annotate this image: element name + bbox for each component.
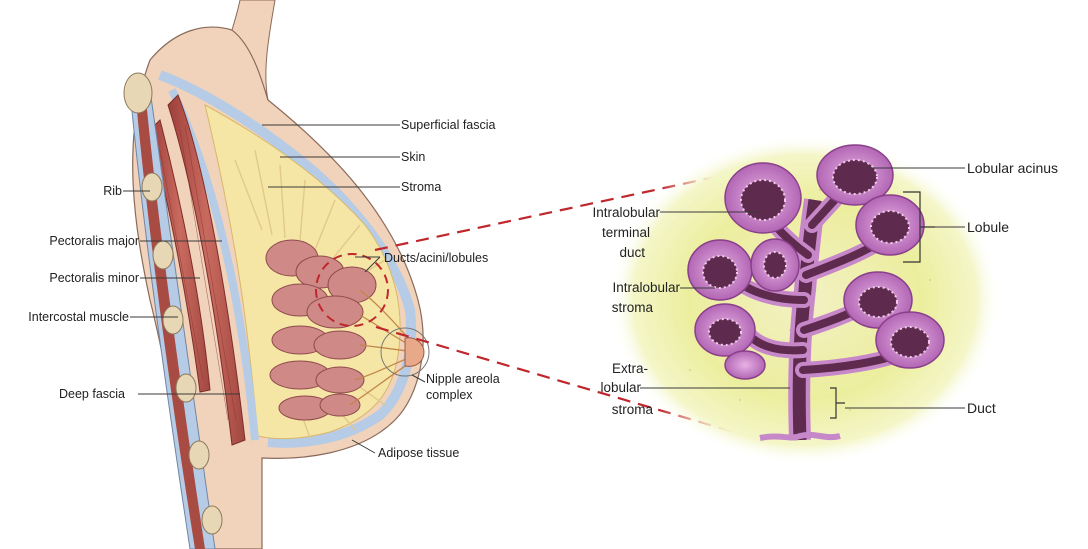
breast-cross-section bbox=[124, 0, 429, 549]
label-extralobular-stroma-line2: lobular bbox=[600, 380, 641, 395]
label-intercostal-muscle: Intercostal muscle bbox=[28, 310, 129, 324]
label-superficial-fascia: Superficial fascia bbox=[401, 118, 496, 132]
duct-base bbox=[760, 435, 840, 438]
label-deep-fascia: Deep fascia bbox=[59, 387, 125, 401]
label-lobular-acinus: Lobular acinus bbox=[967, 160, 1058, 176]
label-lobule: Lobule bbox=[967, 219, 1009, 235]
label-stroma: Stroma bbox=[401, 180, 441, 194]
label-intralobular-terminal-duct-line2: terminal bbox=[602, 225, 650, 240]
label-adipose-tissue: Adipose tissue bbox=[378, 446, 459, 460]
label-extralobular-stroma-line3: stroma bbox=[612, 402, 654, 417]
label-duct: Duct bbox=[967, 400, 996, 416]
label-pectoralis-major: Pectoralis major bbox=[49, 234, 139, 248]
label-pectoralis-minor: Pectoralis minor bbox=[49, 271, 139, 285]
label-intralobular-stroma-line2: stroma bbox=[612, 300, 654, 315]
label-rib: Rib bbox=[103, 184, 122, 198]
magnified-lobule bbox=[610, 135, 1000, 465]
label-intralobular-terminal-duct-line1: Intralobular bbox=[592, 205, 660, 220]
label-nipple-areola-line2: complex bbox=[426, 388, 473, 402]
label-intralobular-stroma-line1: Intralobular bbox=[612, 280, 680, 295]
label-skin: Skin bbox=[401, 150, 425, 164]
label-intralobular-terminal-duct-line3: duct bbox=[619, 245, 645, 260]
label-ducts-acini-lobules: Ducts/acini/lobules bbox=[384, 251, 488, 265]
label-extralobular-stroma-line1: Extra- bbox=[612, 361, 648, 376]
label-nipple-areola-line1: Nipple areola bbox=[426, 372, 500, 386]
